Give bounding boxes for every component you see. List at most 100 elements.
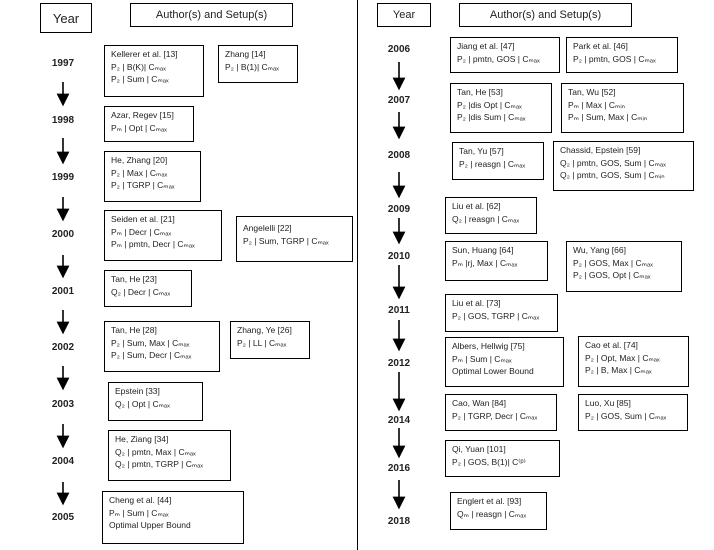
card-line: P₂ | Max | Cₘₐₓ: [111, 167, 168, 178]
card-line: P₂ | B(1)| Cₘₐₓ: [225, 61, 279, 72]
card-title: He, Ziang [34]: [115, 434, 169, 444]
card-cheng: Cheng et al. [44] Pₘ | Sum | Cₘₐₓ Optima…: [102, 491, 244, 544]
year-2012: 2012: [387, 358, 411, 369]
card-line: Optimal Upper Bound: [109, 520, 191, 530]
year-2016: 2016: [387, 463, 411, 474]
card-albers-hellwig: Albers, Hellwig [75] Pₘ | Sum | Cₘₐₓ Opt…: [445, 337, 564, 387]
card-line: P₂ | GOS, Sum | Cₘₐₓ: [585, 410, 667, 421]
card-line: P₂ | reasgn | Cₘₐₓ: [459, 158, 526, 169]
card-luo-xu: Luo, Xu [85] P₂ | GOS, Sum | Cₘₐₓ: [578, 394, 688, 431]
card-title: Jiang et al. [47]: [457, 41, 515, 51]
year-2011: 2011: [388, 305, 410, 316]
card-angelelli: Angelelli [22] P₂ | Sum, TGRP | Cₘₐₓ: [236, 216, 353, 262]
year-2014: 2014: [387, 415, 411, 426]
card-tan-he-28: Tan, He [28] P₂ | Sum, Max | Cₘₐₓ P₂ | S…: [104, 321, 220, 372]
card-title: Tan, He [53]: [457, 87, 503, 97]
card-line: Q₂ | pmtn, Max | Cₘₐₓ: [115, 446, 196, 457]
card-cao-74: Cao et al. [74] P₂ | Opt, Max | Cₘₐₓ P₂ …: [578, 336, 689, 387]
card-title: Zhang, Ye [26]: [237, 325, 292, 335]
card-jiang: Jiang et al. [47] P₂ | pmtn, GOS | Cₘₐₓ: [450, 37, 560, 73]
card-title: Englert et al. [93]: [457, 496, 522, 506]
card-line: P₂ | B, Max | Cₘₐₓ: [585, 365, 652, 375]
card-line: Q₂ | Opt | Cₘₐₓ: [115, 398, 170, 409]
column-divider: [357, 0, 358, 550]
card-line: P₂ | TGRP | Cₘₐₓ: [111, 180, 175, 190]
card-englert: Englert et al. [93] Qₘ | reasgn | Cₘₐₓ: [450, 492, 547, 530]
card-zhang-ye: Zhang, Ye [26] P₂ | LL | Cₘₐₓ: [230, 321, 310, 359]
year-2007: 2007: [387, 95, 411, 106]
card-line: Pₘ | Sum, Max | Cₘᵢₙ: [568, 112, 648, 122]
card-kellerer: Kellerer et al. [13] P₂ | B(K)| Cₘₐₓ P₂ …: [104, 45, 204, 97]
year-2010: 2010: [387, 251, 411, 262]
card-line: Pₘ | Max | Cₘᵢₙ: [568, 99, 626, 110]
year-2002: 2002: [51, 342, 75, 353]
card-title: Tan, Yu [57]: [459, 146, 504, 156]
card-title: Seiden et al. [21]: [111, 214, 175, 224]
year-2001: 2001: [51, 286, 75, 297]
card-epstein: Epstein [33] Q₂ | Opt | Cₘₐₓ: [108, 382, 203, 421]
card-park: Park et al. [46] P₂ | pmtn, GOS | Cₘₐₓ: [566, 37, 678, 73]
card-line: P₂ | Sum, TGRP | Cₘₐₓ: [243, 235, 329, 246]
card-line: P₂ | GOS, Max | Cₘₐₓ: [573, 257, 653, 268]
card-line: Pₘ | Decr | Cₘₐₓ: [111, 226, 172, 237]
card-liu-73: Liu et al. [73] P₂ | GOS, TGRP | Cₘₐₓ: [445, 294, 558, 332]
card-cao-wan: Cao, Wan [84] P₂ | TGRP, Decr | Cₘₐₓ: [445, 394, 557, 431]
card-title: Tan, Wu [52]: [568, 87, 616, 97]
card-line: Q₂ | reasgn | Cₘₐₓ: [452, 213, 520, 224]
year-2003: 2003: [51, 399, 75, 410]
card-line: P₂ | B(K)| Cₘₐₓ: [111, 61, 166, 72]
card-title: Liu et al. [62]: [452, 201, 501, 211]
left-authors-header-label: Author(s) and Setup(s): [155, 9, 268, 21]
card-title: Cao et al. [74]: [585, 340, 638, 350]
card-title: Kellerer et al. [13]: [111, 49, 178, 59]
card-line: P₂ | Sum, Decr | Cₘₐₓ: [111, 350, 192, 360]
card-wu-yang: Wu, Yang [66] P₂ | GOS, Max | Cₘₐₓ P₂ | …: [566, 241, 682, 292]
card-line: Pₘ | Sum | Cₘₐₓ: [452, 353, 512, 364]
card-he-zhang: He, Zhang [20] P₂ | Max | Cₘₐₓ P₂ | TGRP…: [104, 151, 201, 202]
card-title: Wu, Yang [66]: [573, 245, 626, 255]
card-title: Angelelli [22]: [243, 223, 292, 233]
year-2008: 2008: [387, 150, 411, 161]
card-line: P₂ | Sum, Max | Cₘₐₓ: [111, 337, 190, 348]
year-2000: 2000: [51, 229, 75, 240]
card-line: Q₂ | pmtn, GOS, Sum | Cₘᵢₙ: [560, 170, 665, 180]
card-line: P₂ | Sum | Cₘₐₓ: [111, 74, 169, 84]
card-qi-yuan: Qi, Yuan [101] P₂ | GOS, B(1)| C⁽ᵖ⁾: [445, 440, 560, 477]
year-1999: 1999: [51, 172, 75, 183]
card-line: P₂ | LL | Cₘₐₓ: [237, 337, 287, 348]
card-line: Q₂ | pmtn, GOS, Sum | Cₘₐₓ: [560, 157, 666, 168]
right-authors-header-label: Author(s) and Setup(s): [489, 9, 602, 21]
card-line: Pₘ | Sum | Cₘₐₓ: [109, 507, 169, 518]
card-tan-wu: Tan, Wu [52] Pₘ | Max | Cₘᵢₙ Pₘ | Sum, M…: [561, 83, 684, 133]
card-line: P₂ |dis Opt | Cₘₐₓ: [457, 99, 522, 110]
card-tan-yu: Tan, Yu [57] P₂ | reasgn | Cₘₐₓ: [452, 142, 544, 180]
card-seiden: Seiden et al. [21] Pₘ | Decr | Cₘₐₓ Pₘ |…: [104, 210, 222, 261]
card-title: Chassid, Epstein [59]: [560, 145, 641, 155]
card-title: Epstein [33]: [115, 386, 160, 396]
left-year-header-label: Year: [52, 10, 80, 26]
card-he-ziang: He, Ziang [34] Q₂ | pmtn, Max | Cₘₐₓ Q₂ …: [108, 430, 231, 481]
card-line: Pₘ | pmtn, Decr | Cₘₐₓ: [111, 239, 195, 249]
card-chassid-epstein: Chassid, Epstein [59] Q₂ | pmtn, GOS, Su…: [553, 141, 694, 191]
card-title: Albers, Hellwig [75]: [452, 341, 525, 351]
right-authors-header: Author(s) and Setup(s): [459, 3, 632, 27]
year-1997: 1997: [51, 58, 75, 69]
card-line: P₂ | GOS, Opt | Cₘₐₓ: [573, 270, 651, 280]
card-line: P₂ | TGRP, Decr | Cₘₐₓ: [452, 410, 538, 421]
card-title: Zhang [14]: [225, 49, 266, 59]
card-title: Sun, Huang [64]: [452, 245, 514, 255]
card-zhang-14: Zhang [14] P₂ | B(1)| Cₘₐₓ: [218, 45, 298, 83]
card-line: P₂ | GOS, TGRP | Cₘₐₓ: [452, 310, 540, 321]
card-title: Liu et al. [73]: [452, 298, 501, 308]
card-line: P₂ | Opt, Max | Cₘₐₓ: [585, 352, 660, 363]
card-title: He, Zhang [20]: [111, 155, 168, 165]
card-title: Tan, He [28]: [111, 325, 157, 335]
year-1998: 1998: [51, 115, 75, 126]
card-line: P₂ | GOS, B(1)| C⁽ᵖ⁾: [452, 456, 526, 467]
card-title: Cao, Wan [84]: [452, 398, 507, 408]
card-line: Qₘ | reasgn | Cₘₐₓ: [457, 508, 527, 519]
right-year-header: Year: [377, 3, 431, 27]
card-title: Luo, Xu [85]: [585, 398, 631, 408]
card-sun-huang: Sun, Huang [64] Pₘ |rj, Max | Cₘₐₓ: [445, 241, 548, 281]
